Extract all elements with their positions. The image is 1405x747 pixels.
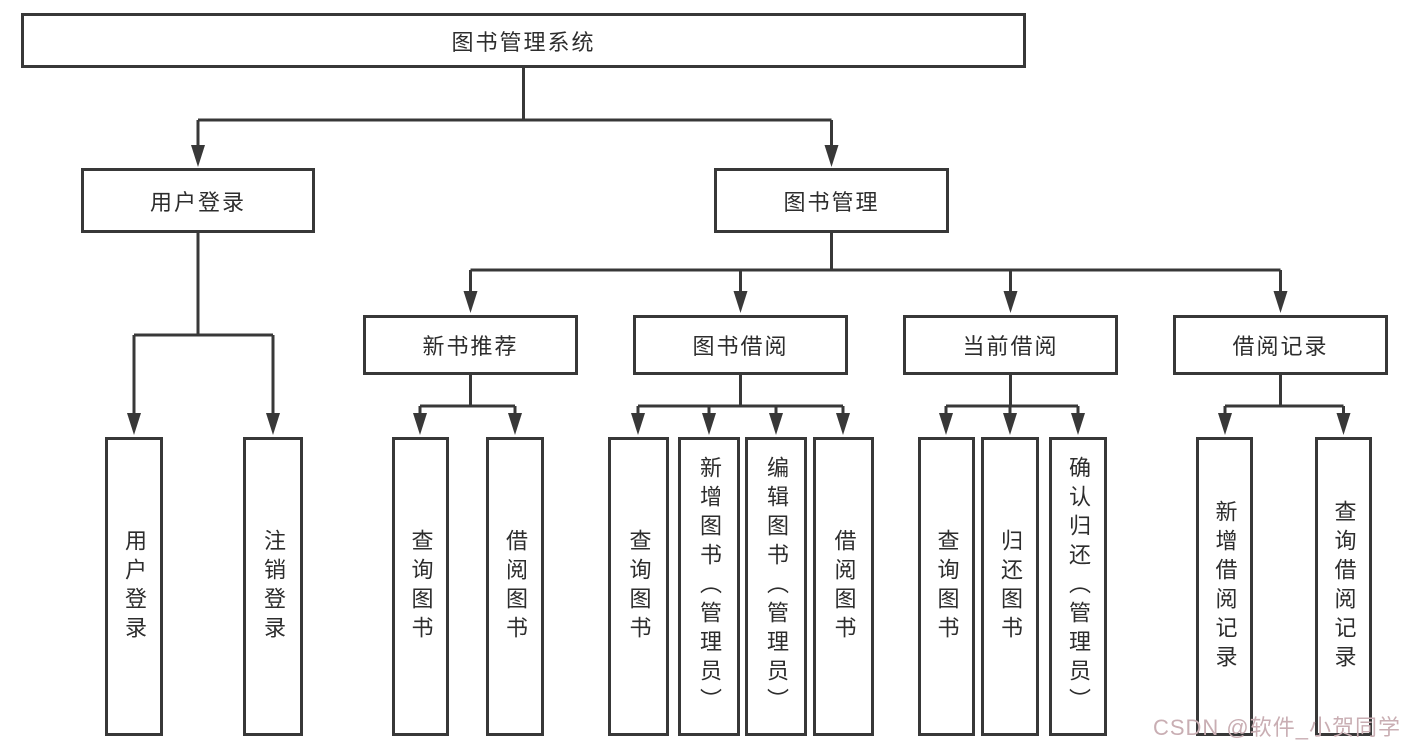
leaf-records-query-record-label: 查询借阅记录 xyxy=(1331,499,1357,674)
leaf-logout-label: 注销登录 xyxy=(261,528,286,645)
connector-user-login xyxy=(132,232,275,418)
leaf-borrow-borrow-books: 借阅图书 xyxy=(813,437,874,736)
leaf-user-login-label: 用户登录 xyxy=(122,528,147,645)
leaf-borrow-query-books: 查询图书 xyxy=(608,437,669,736)
leaf-logout: 注销登录 xyxy=(243,437,303,736)
leaf-borrow-add-book-admin: 新增图书（管理员） xyxy=(678,437,740,736)
leaf-records-add-record: 新增借阅记录 xyxy=(1196,437,1253,736)
leaf-current-query-books-label: 查询图书 xyxy=(934,528,960,645)
connector-borrow-records xyxy=(1223,373,1345,418)
node-book-borrowing-label: 图书借阅 xyxy=(692,334,789,359)
leaf-current-query-books: 查询图书 xyxy=(918,437,975,736)
node-new-book-recommend-label: 新书推荐 xyxy=(422,334,519,359)
node-book-borrowing: 图书借阅 xyxy=(633,315,848,375)
leaf-current-confirm-return-admin: 确认归还（管理员） xyxy=(1049,437,1107,736)
leaf-borrow-add-book-admin-label: 新增图书（管理员） xyxy=(697,456,722,717)
node-user-login-label: 用户登录 xyxy=(149,189,246,215)
leaf-current-confirm-return-admin-label: 确认归还（管理员） xyxy=(1066,456,1091,717)
leaf-newbook-borrow-books-label: 借阅图书 xyxy=(503,528,528,645)
connector-book-management xyxy=(469,232,1282,296)
leaf-records-add-record-label: 新增借阅记录 xyxy=(1212,499,1238,674)
node-borrowing-records-label: 借阅记录 xyxy=(1232,334,1329,359)
node-library-management-system: 图书管理系统 xyxy=(21,13,1026,68)
leaf-borrow-query-books-label: 查询图书 xyxy=(626,528,652,645)
leaf-newbook-query-books-label: 查询图书 xyxy=(408,528,434,645)
leaf-newbook-borrow-books: 借阅图书 xyxy=(486,437,544,736)
leaf-borrow-edit-book-admin: 编辑图书（管理员） xyxy=(745,437,807,736)
leaf-newbook-query-books: 查询图书 xyxy=(392,437,449,736)
node-borrowing-records: 借阅记录 xyxy=(1173,315,1388,375)
node-user-login: 用户登录 xyxy=(81,168,315,233)
leaf-records-query-record: 查询借阅记录 xyxy=(1315,437,1372,736)
csdn-watermark: CSDN @软件_小贺同学 xyxy=(1152,715,1401,740)
arrowheads xyxy=(127,145,1351,435)
connector-current-borrow xyxy=(944,373,1080,418)
node-new-book-recommend: 新书推荐 xyxy=(363,315,578,375)
node-library-management-system-label: 图书管理系统 xyxy=(451,29,596,55)
leaf-current-return-books: 归还图书 xyxy=(981,437,1039,736)
connector-new-book xyxy=(418,373,517,418)
leaf-borrow-edit-book-admin-label: 编辑图书（管理员） xyxy=(764,456,789,717)
leaf-user-login: 用户登录 xyxy=(105,437,163,736)
node-current-borrowing: 当前借阅 xyxy=(903,315,1118,375)
leaf-current-return-books-label: 归还图书 xyxy=(998,528,1023,645)
connector-root xyxy=(196,66,833,150)
node-book-management-label: 图书管理 xyxy=(783,189,880,215)
node-current-borrowing-label: 当前借阅 xyxy=(962,334,1059,359)
leaf-borrow-borrow-books-label: 借阅图书 xyxy=(831,528,857,645)
connector-book-borrow xyxy=(636,373,845,418)
node-book-management: 图书管理 xyxy=(714,168,949,233)
